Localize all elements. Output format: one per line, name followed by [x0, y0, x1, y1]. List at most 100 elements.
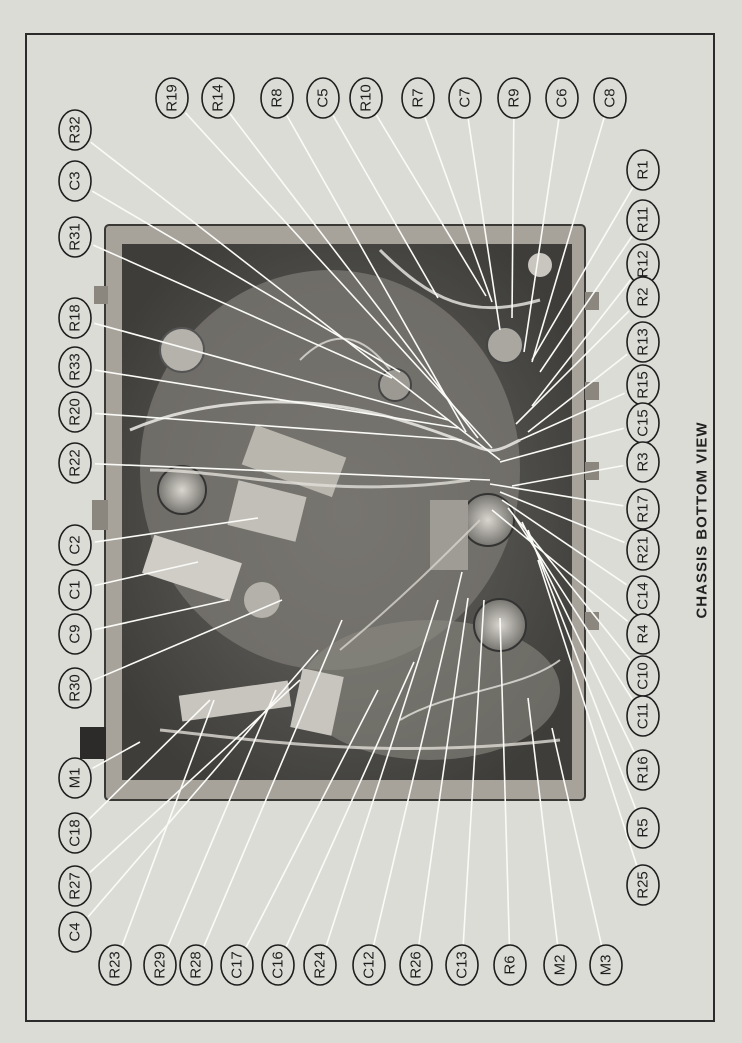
- callout-label: C12: [361, 951, 378, 979]
- callout-label: C2: [67, 535, 84, 554]
- callout-label: R7: [410, 88, 427, 107]
- callout-oval: [593, 77, 627, 119]
- callout-label: R26: [408, 951, 425, 979]
- callout-oval: [626, 199, 660, 241]
- callout-r12: R12: [626, 243, 660, 285]
- callout-oval: [58, 160, 92, 202]
- callout-r27: R27: [58, 865, 92, 907]
- callout-label: R22: [67, 449, 84, 477]
- connector-stub-right-a: [585, 292, 599, 310]
- callout-r22: R22: [58, 442, 92, 484]
- callout-r9: R9: [497, 77, 531, 119]
- callout-c12: C12: [352, 944, 386, 986]
- callout-label: C7: [457, 88, 474, 107]
- callout-label: R32: [67, 116, 84, 144]
- callout-oval: [155, 77, 189, 119]
- callout-oval: [201, 77, 235, 119]
- callout-r18: R18: [58, 297, 92, 339]
- leader-line-r2: [515, 310, 630, 425]
- capacitor-block-c28: [290, 668, 344, 736]
- callout-label: R14: [210, 84, 227, 112]
- leader-line-r22: [94, 463, 491, 481]
- callout-r4: R4: [626, 613, 660, 655]
- callout-labels: R32C3R31R18R33R20R22C2C1C9R30M1C18R27C4R…: [58, 77, 660, 986]
- callout-oval: [626, 321, 660, 363]
- callout-oval: [261, 944, 295, 986]
- callout-c3: C3: [58, 160, 92, 202]
- leader-line-r9: [511, 117, 515, 319]
- callout-c18: C18: [58, 812, 92, 854]
- callout-m1: M1: [58, 757, 92, 799]
- leader-line-c15: [499, 427, 624, 463]
- capacitor-block-c2: [227, 480, 307, 542]
- resistor-strip: [241, 424, 347, 498]
- callout-oval: [352, 944, 386, 986]
- leader-line-c5: [332, 114, 439, 299]
- callout-label: C1: [67, 580, 84, 599]
- callout-r16: R16: [626, 749, 660, 791]
- leader-line-c13: [462, 599, 485, 946]
- chassis-photo: [80, 224, 599, 801]
- callout-label: R31: [67, 223, 84, 251]
- pot-disc: [244, 582, 280, 618]
- callout-oval: [143, 944, 177, 986]
- leader-line-r25: [537, 559, 638, 867]
- callout-c2: C2: [58, 524, 92, 566]
- callout-r20: R20: [58, 391, 92, 433]
- view-title: CHASSIS BOTTOM VIEW: [693, 421, 711, 619]
- connector-stub-top: [94, 286, 108, 304]
- callout-oval: [58, 613, 92, 655]
- leader-line-c7: [467, 117, 501, 331]
- leader-line-r10: [375, 114, 487, 297]
- leader-line-c6: [523, 117, 560, 353]
- callout-label: R8: [269, 88, 286, 107]
- callout-label: C11: [635, 703, 652, 729]
- callout-oval: [626, 149, 660, 191]
- leader-line-r32: [90, 141, 501, 461]
- callout-oval: [303, 944, 337, 986]
- callout-label: C16: [270, 951, 287, 979]
- connector-stub-right-b: [585, 382, 599, 400]
- leader-line-c12: [372, 571, 463, 946]
- leader-line-c17: [245, 689, 379, 948]
- leader-line-c18: [88, 699, 211, 820]
- connector-jack-left: [80, 727, 106, 759]
- callout-label: R9: [506, 88, 523, 107]
- leader-line-r1: [531, 186, 634, 361]
- callout-c16: C16: [261, 944, 295, 986]
- callout-label: R27: [67, 872, 84, 900]
- leader-line-r18: [94, 322, 449, 421]
- leader-line-c2: [94, 517, 259, 543]
- callout-label: R18: [67, 304, 84, 332]
- callout-r30: R30: [58, 667, 92, 709]
- leader-line-r33: [94, 369, 459, 429]
- page-border: [25, 33, 715, 1022]
- callout-oval: [260, 77, 294, 119]
- leader-line-r20: [94, 412, 463, 441]
- leader-line-m1: [92, 741, 141, 769]
- callout-label: R12: [635, 250, 652, 278]
- leader-line-r30: [93, 599, 283, 681]
- callout-label: R20: [67, 398, 84, 426]
- callout-oval: [626, 749, 660, 791]
- callout-c10: C10: [626, 655, 660, 697]
- leader-line-r23: [121, 699, 215, 947]
- callout-oval: [58, 297, 92, 339]
- callout-label: C13: [454, 951, 471, 979]
- callout-r7: R7: [401, 77, 435, 119]
- callout-oval: [58, 391, 92, 433]
- callout-oval: [58, 346, 92, 388]
- callout-label: R3: [635, 452, 652, 471]
- leader-line-r7: [424, 116, 493, 303]
- leader-line-m2: [527, 697, 559, 946]
- callout-label: M1: [67, 768, 84, 789]
- callout-oval: [179, 944, 213, 986]
- callout-r3: R3: [626, 441, 660, 483]
- callout-c11: C11: [626, 695, 660, 737]
- tube-socket-6: [486, 326, 524, 364]
- callout-label: R33: [67, 353, 84, 381]
- tube-socket-2: [157, 465, 207, 515]
- callout-oval: [493, 944, 527, 986]
- callout-oval: [545, 77, 579, 119]
